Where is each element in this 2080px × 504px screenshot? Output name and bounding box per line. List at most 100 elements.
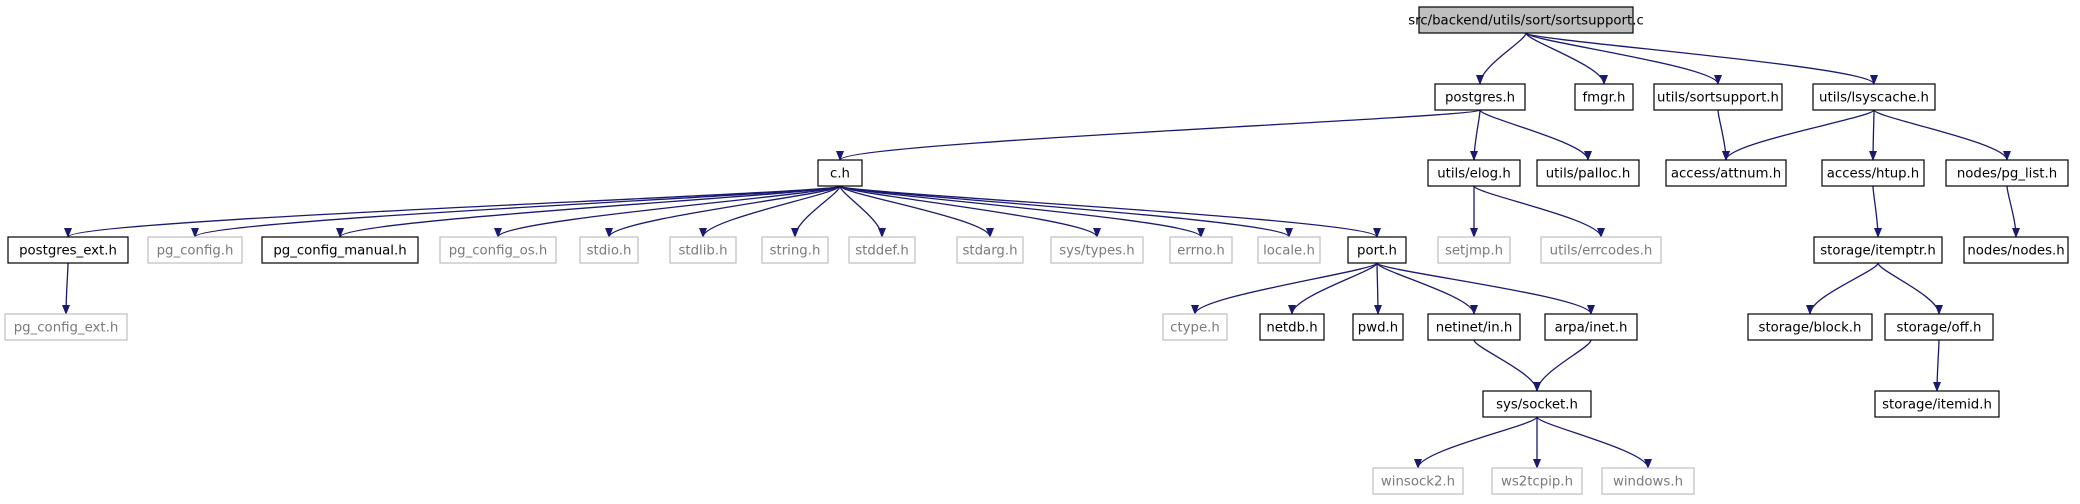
node-box bbox=[1347, 236, 1407, 264]
node-arpa-inet[interactable]: arpa/inet.h bbox=[1544, 313, 1638, 341]
node-box bbox=[579, 236, 639, 264]
edge-nodes_pg_list-to-nodes_nodes bbox=[2006, 185, 2020, 238]
node-storage-block[interactable]: storage/block.h bbox=[1747, 313, 1873, 341]
node-utils-palloc[interactable]: utils/palloc.h bbox=[1536, 159, 1640, 187]
node-label: sys/socket.h bbox=[1496, 398, 1578, 413]
node-box bbox=[1482, 390, 1592, 418]
node-c[interactable]: c.h bbox=[817, 159, 863, 187]
node-label: utils/lsyscache.h bbox=[1819, 91, 1929, 106]
edge-c-to-string bbox=[791, 185, 841, 238]
node-label: netdb.h bbox=[1266, 321, 1317, 336]
node-label: netinet/in.h bbox=[1436, 321, 1513, 336]
node-postgres[interactable]: postgres.h bbox=[1434, 83, 1526, 111]
edge-utils_sortsupport-to-access_attnum bbox=[1717, 109, 1730, 161]
edge-storage_itemptr-to-storage_block bbox=[1806, 262, 1879, 315]
node-label: postgres_ext.h bbox=[19, 244, 117, 259]
node-netinet-in[interactable]: netinet/in.h bbox=[1427, 313, 1521, 341]
node-label: nodes/nodes.h bbox=[1967, 244, 2064, 259]
edge-postgres-to-utils_palloc bbox=[1479, 109, 1592, 161]
edges-layer bbox=[62, 32, 2020, 469]
node-stdio: stdio.h bbox=[579, 236, 639, 264]
node-box bbox=[1259, 313, 1325, 341]
node-label: sys/types.h bbox=[1059, 244, 1135, 259]
node-box bbox=[1813, 236, 1943, 264]
node-netdb[interactable]: netdb.h bbox=[1259, 313, 1325, 341]
edge-utils_lsyscache-to-access_attnum bbox=[1722, 109, 1875, 161]
node-label: pg_config_os.h bbox=[449, 244, 548, 259]
node-utils-elog[interactable]: utils/elog.h bbox=[1427, 159, 1521, 187]
node-label: errno.h bbox=[1177, 244, 1225, 259]
node-box bbox=[1540, 236, 1662, 264]
node-box bbox=[1884, 313, 1994, 341]
node-access-attnum[interactable]: access/attnum.h bbox=[1665, 159, 1787, 187]
node-box bbox=[1536, 159, 1640, 187]
edge-netinet_in-to-sys_socket bbox=[1473, 339, 1541, 392]
node-box bbox=[761, 236, 829, 264]
node-label: postgres.h bbox=[1445, 91, 1515, 106]
node-label: storage/itemptr.h bbox=[1820, 244, 1936, 259]
node-label: utils/sortsupport.h bbox=[1657, 91, 1779, 106]
edge-port-to-arpa_inet bbox=[1376, 262, 1595, 315]
node-box bbox=[1162, 313, 1228, 341]
node-box bbox=[1169, 236, 1233, 264]
node-box bbox=[1050, 236, 1144, 264]
nodes-layer: src/backend/utils/sort/sortsupport.c post… bbox=[4, 6, 2069, 495]
node-nodes-pg-list[interactable]: nodes/pg_list.h bbox=[1945, 159, 2069, 187]
node-box bbox=[1352, 313, 1404, 341]
node-winsock2: winsock2.h bbox=[1372, 467, 1464, 495]
node-label: storage/off.h bbox=[1897, 321, 1982, 336]
edge-c-to-port bbox=[839, 185, 1381, 238]
node-box bbox=[1874, 390, 2000, 418]
node-root[interactable]: src/backend/utils/sort/sortsupport.c bbox=[1408, 6, 1644, 34]
node-box bbox=[1601, 467, 1695, 495]
node-pwd[interactable]: pwd.h bbox=[1352, 313, 1404, 341]
node-port[interactable]: port.h bbox=[1347, 236, 1407, 264]
node-label: utils/palloc.h bbox=[1546, 167, 1631, 182]
edge-c-to-pg_config bbox=[191, 185, 841, 238]
edge-utils_lsyscache-to-nodes_pg_list bbox=[1873, 109, 2011, 161]
node-utils-sortsupport[interactable]: utils/sortsupport.h bbox=[1653, 83, 1783, 111]
node-label: pwd.h bbox=[1358, 321, 1398, 336]
node-box bbox=[1665, 159, 1787, 187]
node-label: stdio.h bbox=[587, 244, 632, 259]
node-storage-itemptr[interactable]: storage/itemptr.h bbox=[1813, 236, 1943, 264]
node-storage-itemid[interactable]: storage/itemid.h bbox=[1874, 390, 2000, 418]
node-box bbox=[147, 236, 243, 264]
node-label: stdlib.h bbox=[678, 244, 727, 259]
node-sys-types: sys/types.h bbox=[1050, 236, 1144, 264]
node-label: ctype.h bbox=[1170, 321, 1220, 336]
node-box bbox=[1963, 236, 2069, 264]
node-box bbox=[1945, 159, 2069, 187]
node-box bbox=[817, 159, 863, 187]
node-box bbox=[4, 313, 128, 341]
node-stdlib: stdlib.h bbox=[669, 236, 737, 264]
node-box bbox=[956, 236, 1024, 264]
node-label: c.h bbox=[830, 167, 850, 182]
node-storage-off[interactable]: storage/off.h bbox=[1884, 313, 1994, 341]
node-label: stdarg.h bbox=[962, 244, 1017, 259]
node-label: storage/block.h bbox=[1759, 321, 1862, 336]
node-access-htup[interactable]: access/htup.h bbox=[1821, 159, 1925, 187]
node-fmgr[interactable]: fmgr.h bbox=[1574, 83, 1634, 111]
edge-root-to-fmgr bbox=[1525, 32, 1608, 85]
node-box bbox=[439, 236, 557, 264]
node-utils-lsyscache[interactable]: utils/lsyscache.h bbox=[1812, 83, 1936, 111]
node-pg-config-os: pg_config_os.h bbox=[439, 236, 557, 264]
node-setjmp: setjmp.h bbox=[1437, 236, 1511, 264]
edge-port-to-netinet_in bbox=[1376, 262, 1478, 315]
node-nodes-nodes[interactable]: nodes/nodes.h bbox=[1963, 236, 2069, 264]
edge-storage_itemptr-to-storage_off bbox=[1877, 262, 1943, 315]
node-postgres-ext[interactable]: postgres_ext.h bbox=[7, 236, 129, 264]
node-box bbox=[1257, 236, 1321, 264]
edge-utils_elog-to-utils_errcodes bbox=[1473, 185, 1605, 238]
node-box bbox=[261, 236, 419, 264]
node-pg-config-manual[interactable]: pg_config_manual.h bbox=[261, 236, 419, 264]
node-sys-socket[interactable]: sys/socket.h bbox=[1482, 390, 1592, 418]
node-pg-config-ext: pg_config_ext.h bbox=[4, 313, 128, 341]
node-ws2tcpip: ws2tcpip.h bbox=[1491, 467, 1583, 495]
node-label: access/htup.h bbox=[1827, 167, 1919, 182]
node-windows: windows.h bbox=[1601, 467, 1695, 495]
node-label: utils/elog.h bbox=[1437, 167, 1511, 182]
edge-access_htup-to-storage_itemptr bbox=[1872, 185, 1882, 238]
